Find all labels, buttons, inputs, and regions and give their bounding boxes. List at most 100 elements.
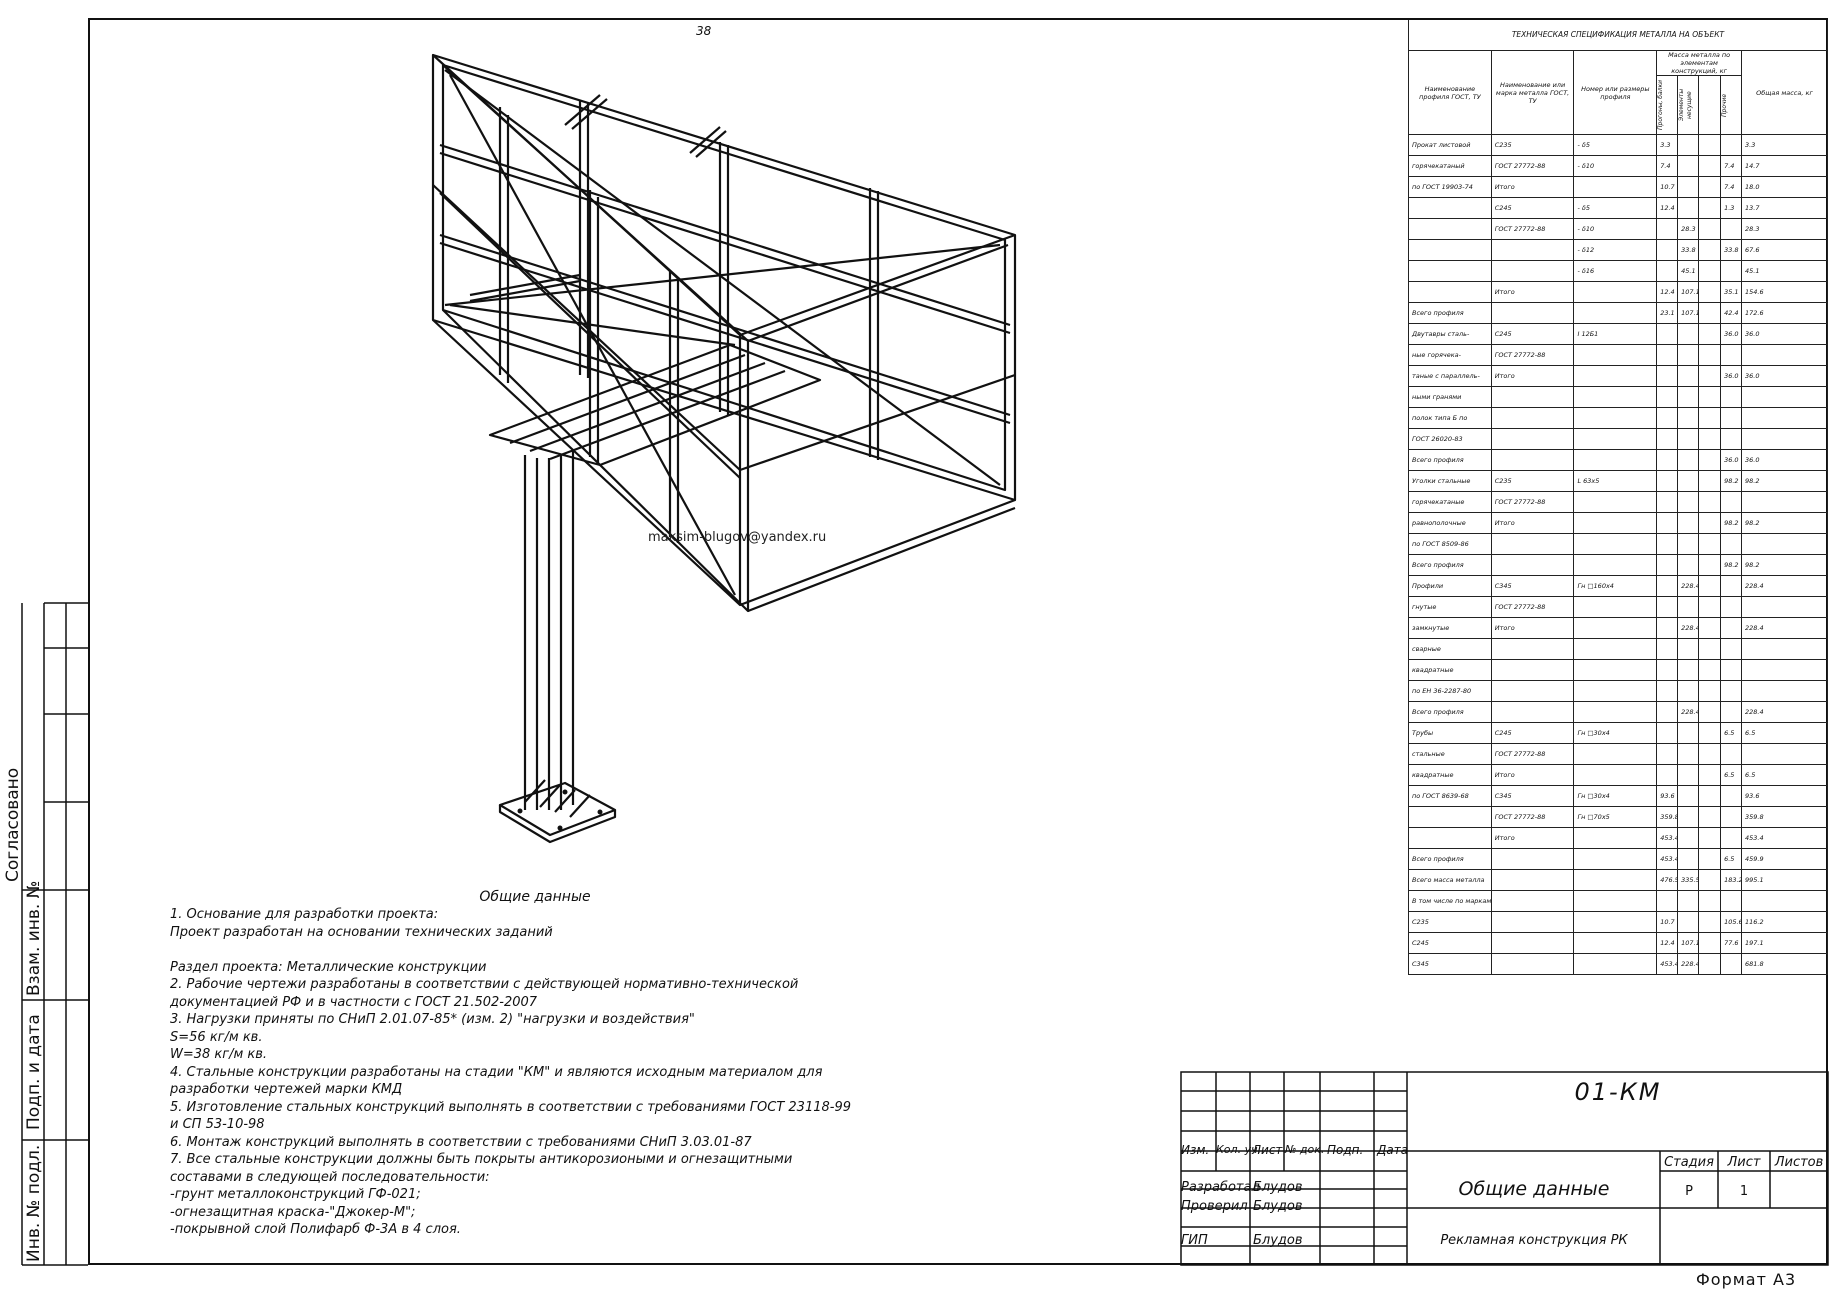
spec-cell [1490, 554, 1575, 576]
spec-cell [1573, 449, 1658, 471]
note-line [170, 941, 990, 959]
spec-cell: 23.1 [1656, 302, 1679, 324]
note-line: Проект разработан на основании техническ… [170, 924, 553, 940]
spec-cell: по ЕН 36-2287-80 [1408, 680, 1492, 702]
spec-cell [1720, 386, 1742, 408]
spec-cell [1573, 281, 1658, 303]
spec-cell [1677, 512, 1700, 534]
spec-cell [1656, 491, 1679, 513]
spec-cell-empty [1698, 848, 1722, 870]
spec-cell [1573, 911, 1658, 933]
spec-cell [1573, 764, 1658, 786]
spec-cell [1656, 554, 1679, 576]
spec-cell: Гн □160х4 [1573, 575, 1658, 597]
spec-cell [1573, 596, 1658, 618]
spec-cell: Итого [1490, 512, 1575, 534]
spec-cell: по ГОСТ 8639-68 [1408, 785, 1492, 807]
spec-title: ТЕХНИЧЕСКАЯ СПЕЦИФИКАЦИЯ МЕТАЛЛА НА ОБЪЕ… [1408, 20, 1828, 51]
spec-cell: замкнутые [1408, 617, 1492, 639]
spec-cell-empty [1698, 428, 1722, 450]
spec-cell [1573, 512, 1658, 534]
note-line: 1. Основание для разработки проекта: [170, 907, 439, 922]
spec-cell [1656, 617, 1679, 639]
spec-cell [1490, 533, 1575, 555]
spec-cell: ГОСТ 27772-88 [1490, 155, 1575, 177]
spec-cell: 45.1 [1677, 260, 1700, 282]
spec-head-bearing: Элементы несущие [1678, 88, 1694, 122]
spec-cell [1677, 806, 1700, 828]
spec-cell: Всего профиля [1408, 449, 1492, 471]
spec-cell [1656, 449, 1679, 471]
spec-cell: 107.1 [1677, 302, 1700, 324]
spec-cell: - δ10 [1573, 155, 1658, 177]
spec-cell [1573, 638, 1658, 660]
spec-cell: ГОСТ 27772-88 [1490, 344, 1575, 366]
spec-cell: 476.5 [1656, 869, 1679, 891]
spec-cell: таные с параллель- [1408, 365, 1492, 387]
note-line: 7. Все стальные конструкции должны быть … [170, 1152, 793, 1167]
spec-cell: Всего профиля [1408, 302, 1492, 324]
spec-cell [1573, 428, 1658, 450]
tb-gip-name: Блудов [1253, 1233, 1303, 1248]
spec-cell-empty [1698, 827, 1722, 849]
spec-cell [1656, 533, 1679, 555]
spec-cell [1677, 680, 1700, 702]
spec-cell: Трубы [1408, 722, 1492, 744]
spec-cell: горячекатаные [1408, 491, 1492, 513]
spec-cell: 228.4 [1741, 617, 1828, 639]
spec-cell [1677, 155, 1700, 177]
spec-cell [1741, 890, 1828, 912]
spec-cell: Всего профиля [1408, 701, 1492, 723]
spec-cell: Всего профиля [1408, 554, 1492, 576]
spec-cell [1656, 407, 1679, 429]
spec-cell: полок типа Б по [1408, 407, 1492, 429]
spec-cell: Итого [1490, 827, 1575, 849]
spec-cell: Итого [1490, 365, 1575, 387]
spec-cell-empty [1698, 764, 1722, 786]
spec-cell-empty [1698, 281, 1722, 303]
spec-cell-empty [1698, 386, 1722, 408]
spec-cell: Гн □30х4 [1573, 785, 1658, 807]
spec-cell [1677, 134, 1700, 156]
spec-cell [1720, 491, 1742, 513]
spec-cell: 36.0 [1720, 323, 1742, 345]
spec-cell [1720, 407, 1742, 429]
tb-sheet-label: Лист [1727, 1155, 1761, 1170]
spec-cell [1677, 722, 1700, 744]
spec-cell [1741, 491, 1828, 513]
spec-cell [1741, 659, 1828, 681]
spec-cell: 228.4 [1677, 617, 1700, 639]
spec-cell [1720, 659, 1742, 681]
spec-cell [1720, 218, 1742, 240]
spec-cell [1720, 953, 1742, 975]
spec-row: ГОСТ 26020-83 [1408, 428, 1828, 450]
spec-row: по ГОСТ 8509-86 [1408, 533, 1828, 555]
spec-cell [1741, 680, 1828, 702]
spec-cell: квадратные [1408, 659, 1492, 681]
spec-cell-empty [1698, 806, 1722, 828]
spec-cell: 105.6 [1720, 911, 1742, 933]
spec-cell: 18.0 [1741, 176, 1828, 198]
tb-developed-label: Разработал [1181, 1180, 1260, 1195]
spec-cell-empty [1698, 575, 1722, 597]
spec-cell [1490, 911, 1575, 933]
spec-head-mass: Масса металла по элементам конструкций, … [1656, 50, 1742, 76]
spec-cell [1656, 239, 1679, 261]
spec-cell [1656, 428, 1679, 450]
spec-head-beams: Прогоны, балки [1657, 79, 1665, 131]
spec-cell: ными гранями [1408, 386, 1492, 408]
spec-cell [1677, 743, 1700, 765]
spec-cell: 359.8 [1741, 806, 1828, 828]
spec-cell: 359.8 [1656, 806, 1679, 828]
stamp-agreed: Согласовано [3, 767, 23, 882]
spec-cell: по ГОСТ 8509-86 [1408, 533, 1492, 555]
spec-cell [1677, 449, 1700, 471]
